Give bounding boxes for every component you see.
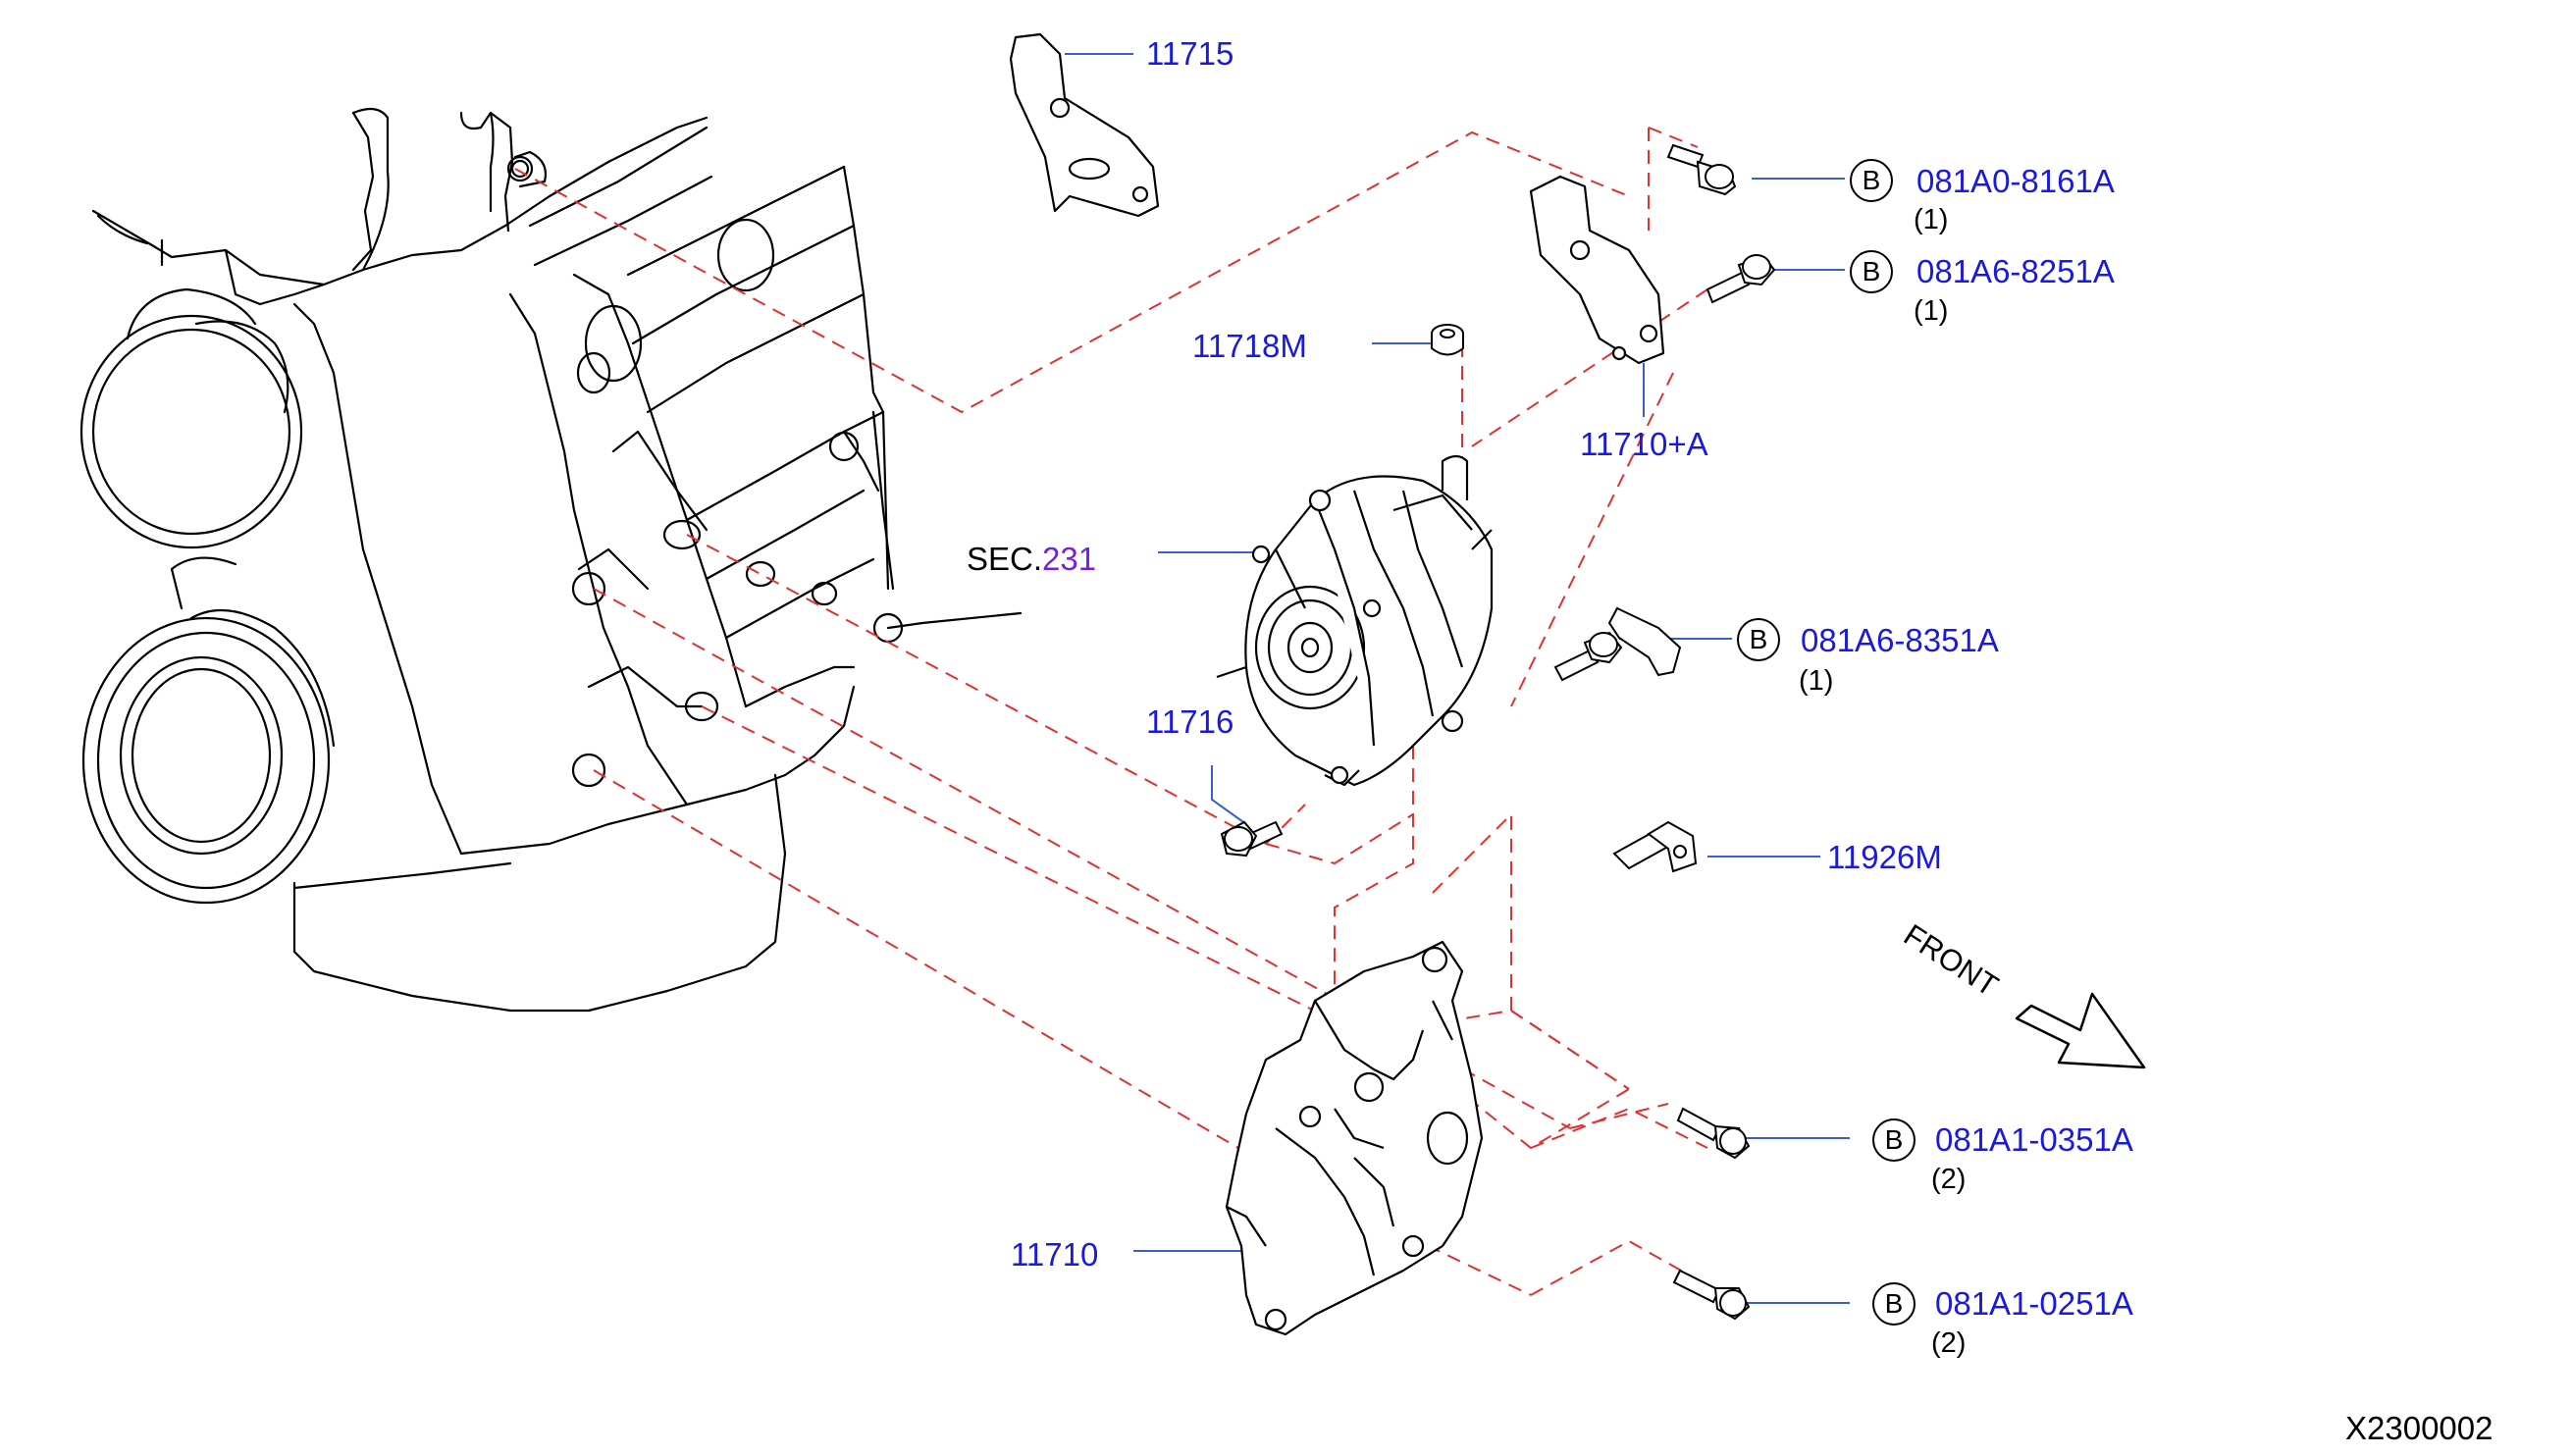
part-label-11716[interactable]: 11716 xyxy=(1146,703,1234,740)
bolt-badge: B xyxy=(1850,159,1893,202)
bolt-081a6-8351a-drawing xyxy=(1553,631,1623,682)
bolt-part-081a6-8251a[interactable]: 081A6-8251A xyxy=(1916,253,2115,289)
bolt-qty: (1) xyxy=(1914,295,1949,327)
part-label-11715[interactable]: 11715 xyxy=(1146,35,1234,72)
bolt-081a6-8251a-drawing xyxy=(1706,254,1776,304)
part-label-11710a[interactable]: 11710+A xyxy=(1580,426,1708,462)
bolt-qty: (2) xyxy=(1931,1327,1967,1359)
bolt-081a0-8161a-drawing xyxy=(1666,143,1737,196)
bolt-badge: B xyxy=(1872,1118,1916,1162)
bolt-081a1-0251a-drawing xyxy=(1672,1269,1751,1321)
washer-11718m-drawing xyxy=(1431,324,1464,356)
bolt-qty: (1) xyxy=(1799,665,1834,697)
bolt-part-081a1-0351a[interactable]: 081A1-0351A xyxy=(1935,1121,2133,1158)
assembly-guide-lines xyxy=(514,127,1708,1296)
front-arrow-icon xyxy=(2015,992,2146,1069)
bolt-badge: B xyxy=(1850,250,1893,293)
bolt-qty: (1) xyxy=(1914,204,1949,235)
bolt-qty: (2) xyxy=(1931,1164,1967,1195)
bracket-11710a-drawing xyxy=(1529,175,1665,365)
part-label-11718m[interactable]: 11718M xyxy=(1192,328,1307,364)
stud-11926m-drawing xyxy=(1607,606,1698,873)
bolt-part-081a6-8351a[interactable]: 081A6-8351A xyxy=(1801,622,1999,658)
bolt-081a1-0351a-drawing xyxy=(1676,1107,1751,1160)
alternator-sec231-drawing xyxy=(1216,454,1494,787)
bolt-badge: B xyxy=(1737,618,1780,661)
bracket-11715-drawing xyxy=(1009,32,1160,218)
bolt-part-081a0-8161a[interactable]: 081A0-8161A xyxy=(1916,163,2115,199)
engine-block xyxy=(79,107,1023,1013)
section-prefix: SEC. xyxy=(967,541,1043,577)
section-number: 231 xyxy=(1042,541,1097,577)
bracket-11710-drawing xyxy=(1225,940,1484,1336)
section-reference[interactable]: SEC.231 xyxy=(967,543,1096,575)
part-label-11926m[interactable]: 11926M xyxy=(1827,839,1942,875)
bolt-part-081a1-0251a[interactable]: 081A1-0251A xyxy=(1935,1285,2133,1322)
bolt-11716-drawing xyxy=(1220,820,1284,858)
part-label-11710[interactable]: 11710 xyxy=(1011,1236,1099,1273)
drawing-number: X2300002 xyxy=(2345,1410,2493,1446)
bolt-badge: B xyxy=(1872,1282,1916,1326)
